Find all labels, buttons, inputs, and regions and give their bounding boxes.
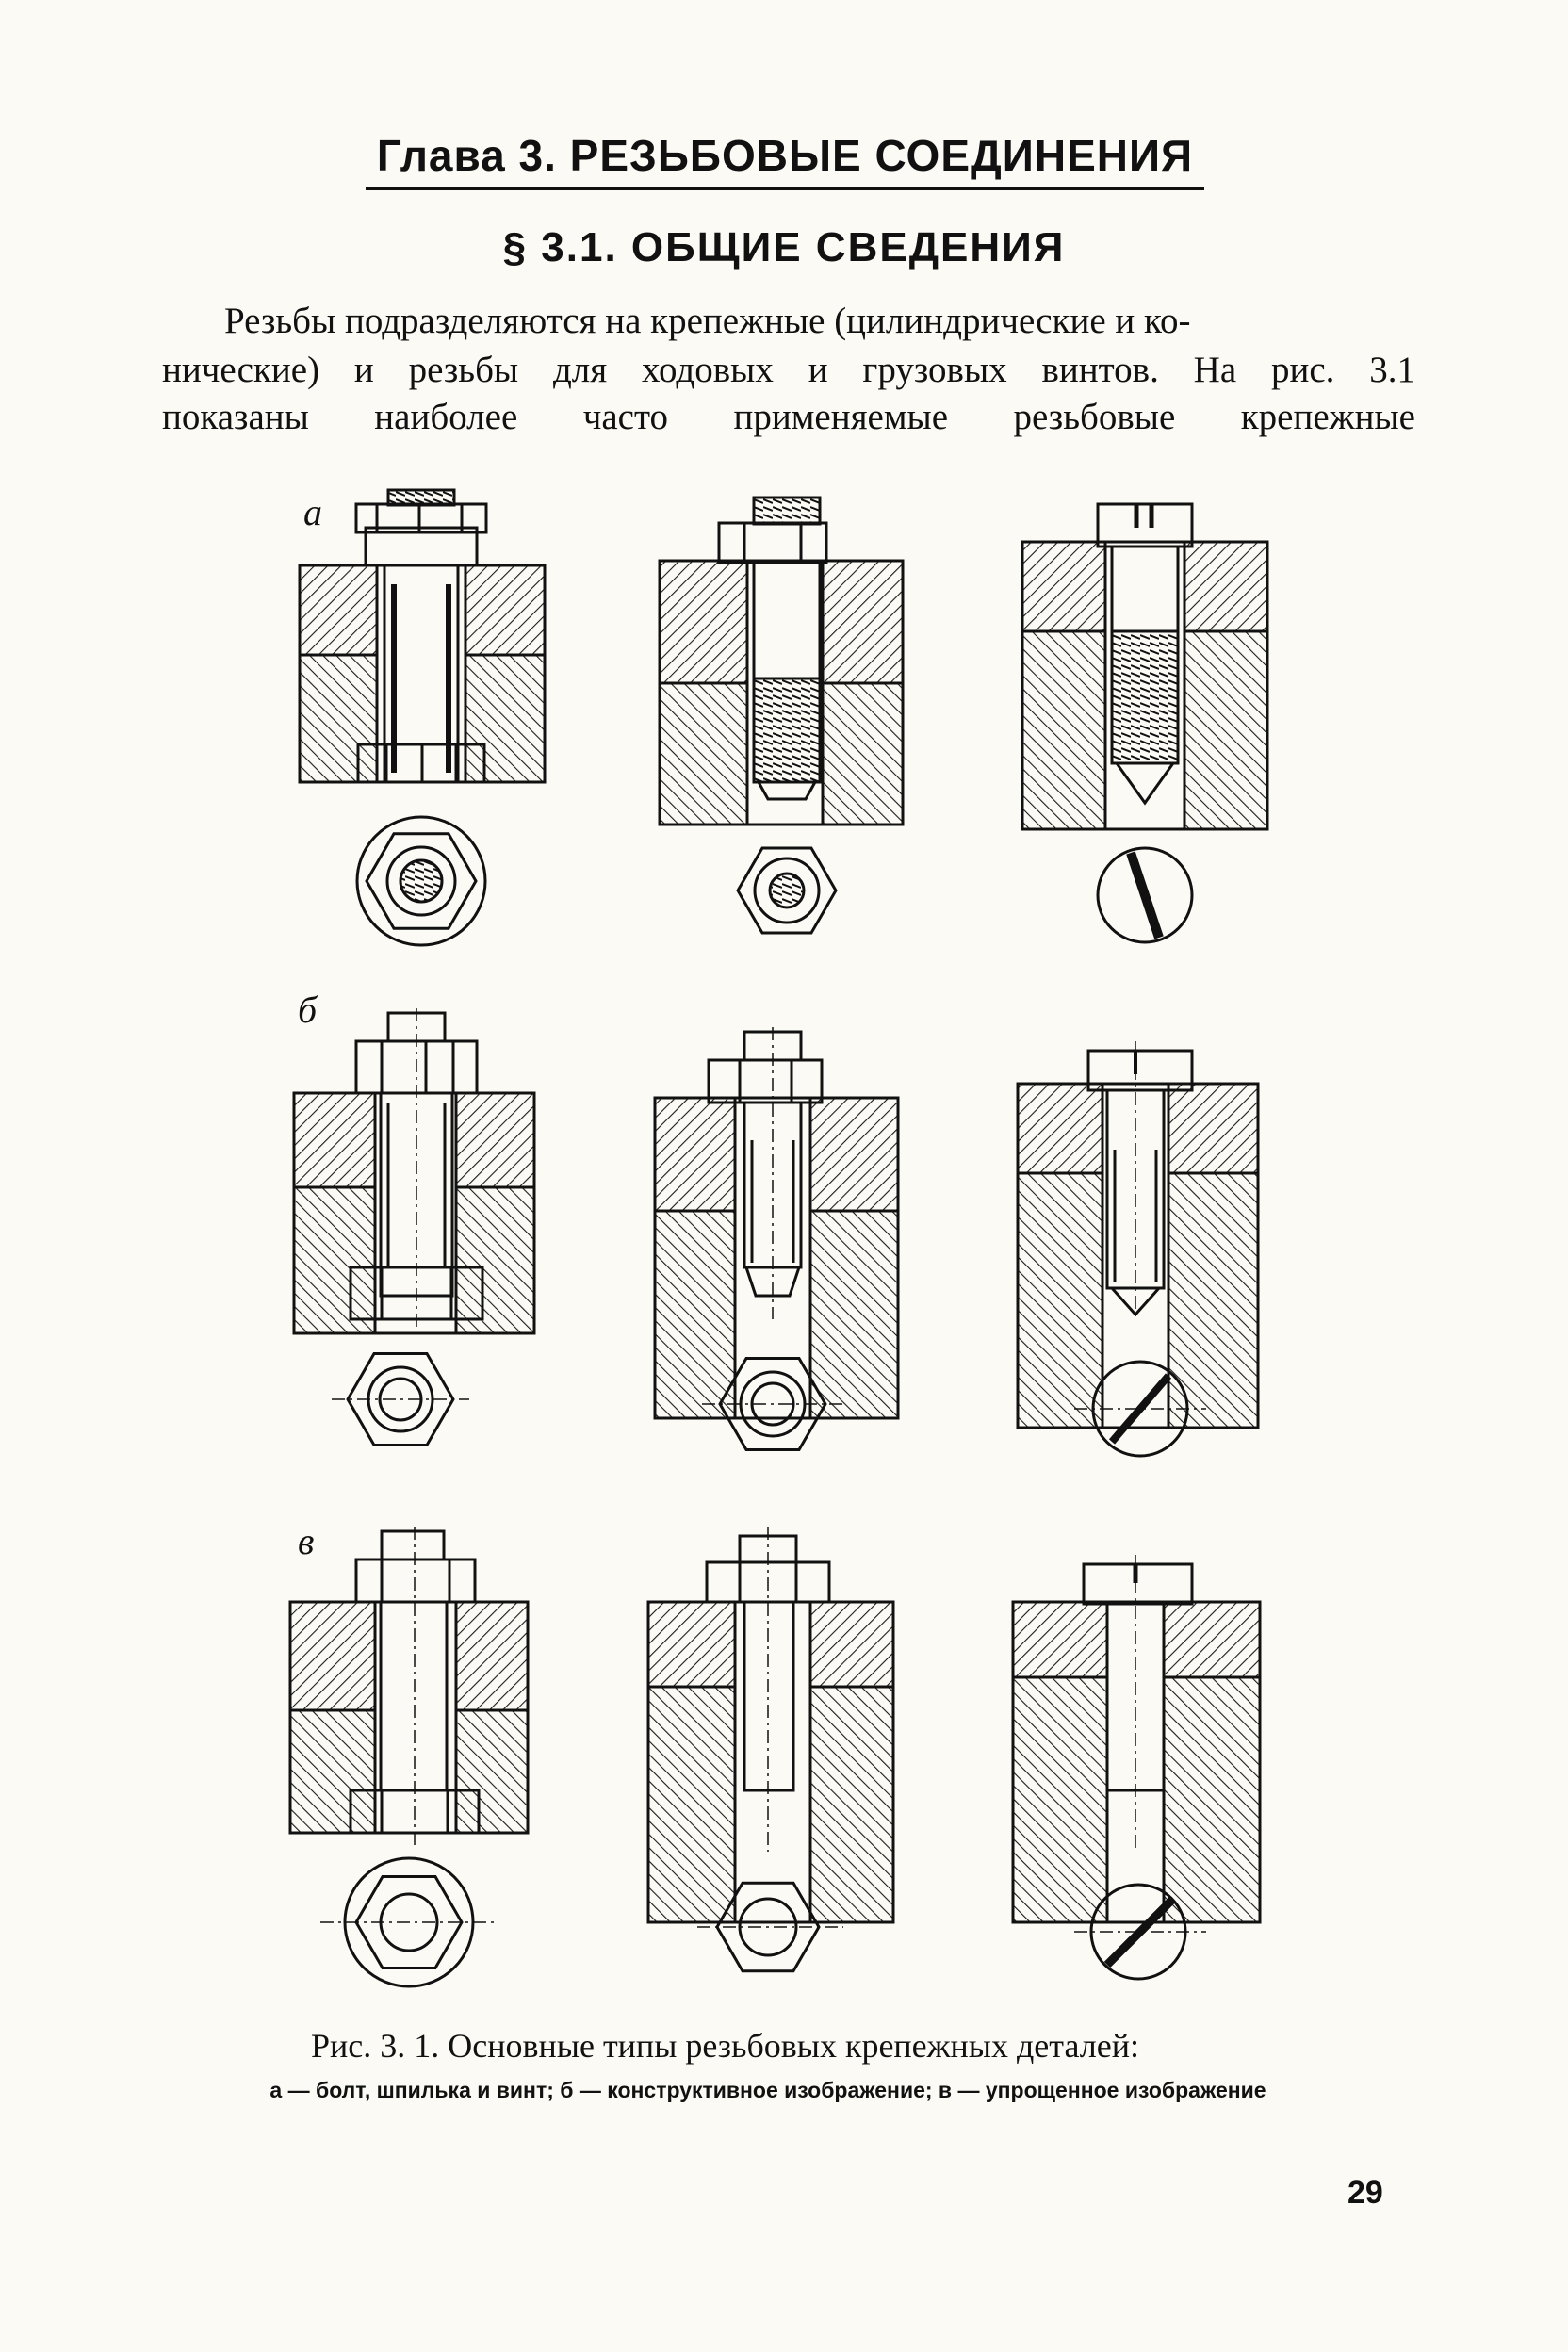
end-view-thread xyxy=(399,858,444,904)
bolt-c-end xyxy=(380,1529,446,1561)
end-view-hex xyxy=(365,832,478,930)
through-hole xyxy=(373,1600,458,1835)
figure-caption-detail: а — болт, шпилька и винт; б — конструкти… xyxy=(270,2078,1266,2102)
bolt-b-end-hex xyxy=(346,1352,455,1446)
row-label-v: в xyxy=(298,1520,315,1562)
section-title: § 3.1. ОБЩИЕ СВЕДЕНИЯ xyxy=(502,224,1066,270)
end-view-shaft xyxy=(385,845,457,917)
row-label-a: а xyxy=(303,491,322,533)
screw-c-slot xyxy=(1103,1895,1177,1968)
stud-end-hex xyxy=(736,846,838,935)
screw-b-slot xyxy=(1108,1373,1172,1445)
body-line-3: показаны наиболее часто применяемые резь… xyxy=(162,397,1415,437)
chapter-title: Глава 3. РЕЗЬБОВЫЕ СОЕДИНЕНИЯ xyxy=(376,131,1194,180)
stud-thread-top xyxy=(752,496,822,526)
body-line-1: Резьбы подразделяются на крепежные (цили… xyxy=(224,301,1191,341)
chapter-underline xyxy=(366,187,1204,190)
stud-b-end-core xyxy=(750,1381,795,1427)
screw-thread xyxy=(1110,629,1180,765)
bolt-thread-end xyxy=(386,488,456,507)
stud-end-core xyxy=(768,872,806,909)
screw-tip xyxy=(1114,761,1176,806)
end-view-ring xyxy=(355,815,487,947)
page-number: 29 xyxy=(1348,2175,1383,2211)
screw-head xyxy=(1096,502,1194,548)
nut-b2 xyxy=(707,1058,824,1104)
row-label-b: б xyxy=(298,988,318,1031)
screw-end-circle xyxy=(1096,846,1194,944)
stud-c-end-ring xyxy=(738,1897,798,1957)
through-hole xyxy=(733,1600,812,1924)
stud-thread-bottom xyxy=(752,677,822,784)
body-line-2: нические) и резьбы для ходовых и грузовы… xyxy=(162,350,1415,390)
stud-tip xyxy=(756,780,818,801)
nut-c xyxy=(354,1558,477,1604)
figure-caption: Рис. 3. 1. Основные типы резьбовых крепе… xyxy=(311,2027,1139,2065)
stud-end-ring xyxy=(753,857,821,924)
screw-slot xyxy=(1126,851,1164,939)
stud-b-tip xyxy=(743,1266,802,1298)
stud-nut xyxy=(717,521,828,564)
stud-c-shank xyxy=(743,1600,795,1792)
